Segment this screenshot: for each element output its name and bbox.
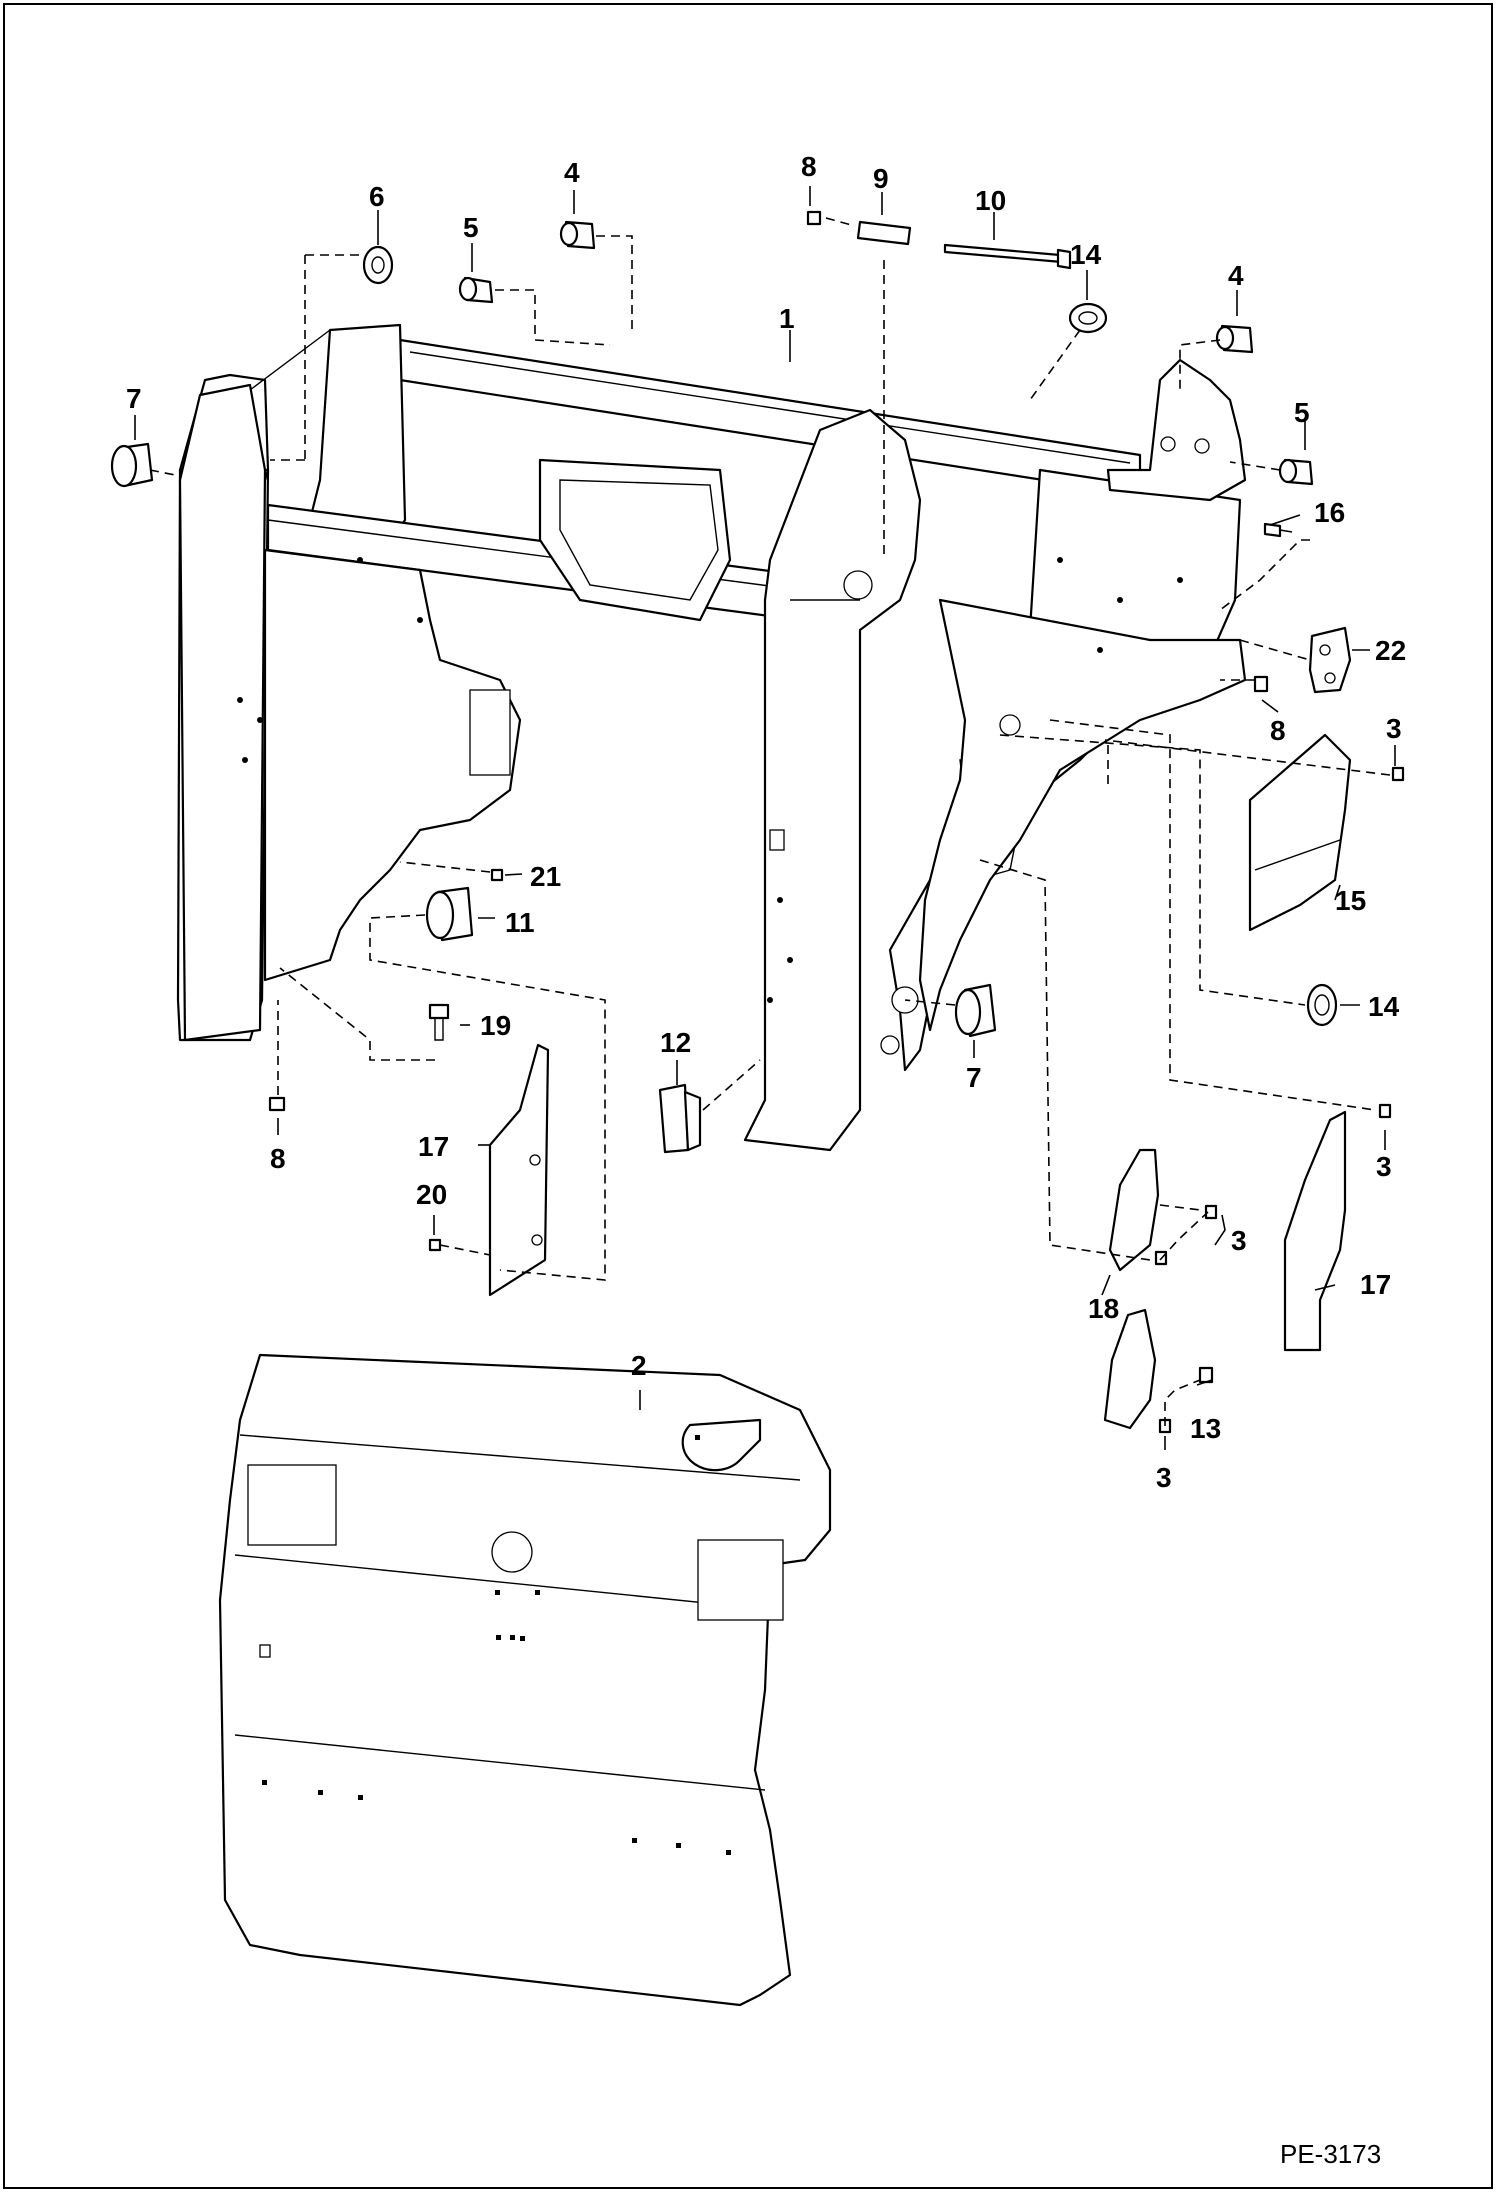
callout-5a: 5 — [463, 212, 479, 243]
callout-15: 15 — [1335, 885, 1366, 916]
small-parts — [110, 210, 1405, 1434]
callout-14a: 14 — [1070, 239, 1102, 270]
callout-8c: 8 — [270, 1143, 286, 1174]
main-frame — [176, 323, 1247, 1152]
callout-3b: 3 — [1376, 1151, 1392, 1182]
callout-12: 12 — [660, 1027, 691, 1058]
callout-4a: 4 — [564, 157, 580, 188]
callout-13: 13 — [1190, 1413, 1221, 1444]
callout-16: 16 — [1314, 497, 1345, 528]
callout-6: 6 — [369, 181, 385, 212]
callout-3d: 3 — [1156, 1462, 1172, 1493]
callout-14b: 14 — [1368, 991, 1400, 1022]
callout-9: 9 — [873, 163, 889, 194]
callout-7a: 7 — [126, 383, 142, 414]
callout-19: 19 — [480, 1010, 511, 1041]
callout-22: 22 — [1375, 635, 1406, 666]
rear-panel-part — [218, 1353, 832, 2007]
callout-18: 18 — [1088, 1293, 1119, 1324]
callout-20: 20 — [416, 1179, 447, 1210]
callout-17a: 17 — [418, 1131, 449, 1162]
callout-17b: 17 — [1360, 1269, 1391, 1300]
reference-code: PE-3173 — [1280, 2139, 1381, 2169]
callout-3a: 3 — [1386, 713, 1402, 744]
callout-21: 21 — [530, 861, 561, 892]
callout-11: 11 — [505, 907, 535, 938]
callout-4b: 4 — [1228, 260, 1244, 291]
callout-10: 10 — [975, 185, 1006, 216]
callout-8a: 8 — [801, 151, 817, 182]
callout-2: 2 — [631, 1350, 647, 1381]
callout-5b: 5 — [1294, 397, 1310, 428]
drawing-frame — [3, 3, 1493, 2189]
callout-1: 1 — [779, 303, 795, 334]
callout-3c: 3 — [1231, 1225, 1247, 1256]
callout-7b: 7 — [966, 1062, 982, 1093]
callouts: 1 2 3 3 3 3 4 4 5 5 6 7 7 8 8 8 9 10 11 … — [126, 151, 1406, 1493]
callout-8b: 8 — [1270, 715, 1286, 746]
leader-lines — [134, 186, 1396, 1450]
